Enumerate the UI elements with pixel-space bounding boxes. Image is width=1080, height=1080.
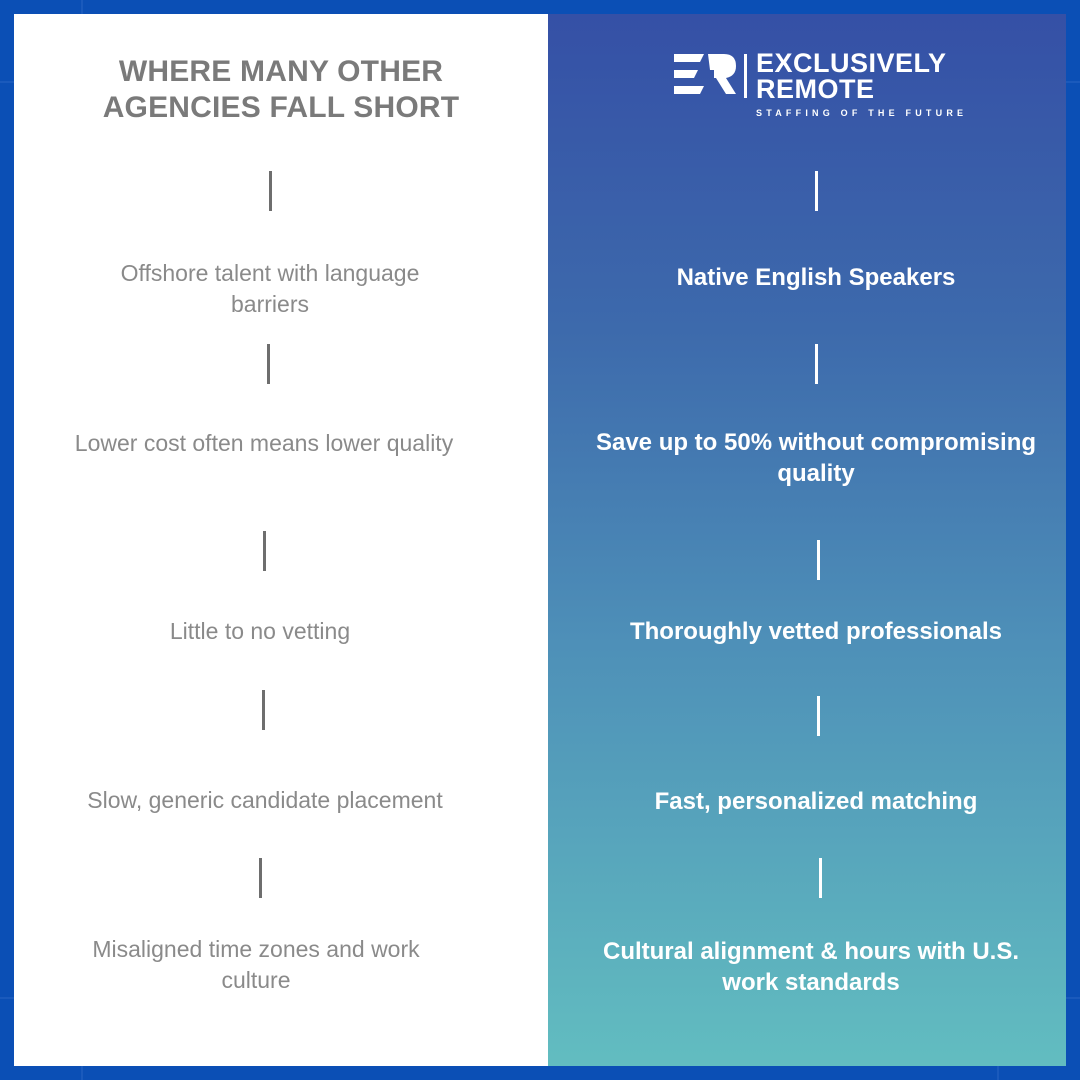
left-item-5: Misaligned time zones and work culture xyxy=(92,936,420,993)
left-divider-3 xyxy=(263,531,266,571)
left-divider-1 xyxy=(269,171,272,211)
right-divider-3 xyxy=(817,540,820,580)
right-item-1: Native English Speakers xyxy=(676,264,956,291)
right-divider-1 xyxy=(815,171,818,211)
left-item-4: Slow, generic candidate placement xyxy=(87,787,443,813)
right-column-panel xyxy=(548,14,1066,1066)
left-column-panel: WHERE MANY OTHER AGENCIES FALL SHORT xyxy=(14,14,548,1066)
left-divider-4 xyxy=(262,690,265,730)
left-divider-5 xyxy=(259,858,262,898)
company-logo: EXCLUSIVELY REMOTE STAFFING OF THE FUTUR… xyxy=(674,50,964,120)
right-divider-2 xyxy=(815,344,818,384)
left-divider-2 xyxy=(267,344,270,384)
right-divider-5 xyxy=(819,858,822,898)
er-logo-mark-icon xyxy=(674,54,736,94)
left-title-line-2: AGENCIES FALL SHORT xyxy=(102,91,460,124)
right-item-2: Save up to 50% without compromising qual… xyxy=(595,429,1037,487)
logo-tagline: STAFFING OF THE FUTURE xyxy=(756,108,968,118)
logo-name-line-1: EXCLUSIVELY xyxy=(756,48,947,78)
left-item-1: Offshore talent with language barriers xyxy=(120,260,420,317)
logo-name-line-2: REMOTE xyxy=(756,74,875,104)
right-item-4: Fast, personalized matching xyxy=(654,788,978,815)
left-column-title: WHERE MANY OTHER AGENCIES FALL SHORT xyxy=(14,54,548,126)
right-divider-4 xyxy=(817,696,820,736)
right-item-3: Thoroughly vetted professionals xyxy=(629,618,1003,645)
left-item-2: Lower cost often means lower quality xyxy=(74,430,454,456)
logo-wordmark: EXCLUSIVELY REMOTE xyxy=(756,48,947,104)
left-item-3: Little to no vetting xyxy=(169,618,351,644)
right-item-5: Cultural alignment & hours with U.S. wor… xyxy=(602,938,1019,996)
left-title-line-1: WHERE MANY OTHER xyxy=(118,55,444,88)
logo-divider xyxy=(744,54,747,98)
